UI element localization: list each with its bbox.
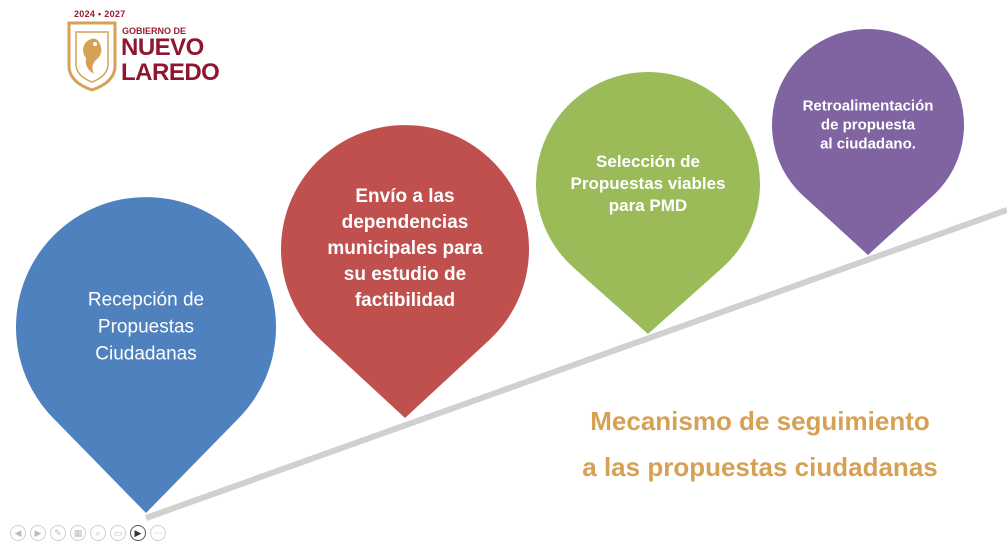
- step-1-label: Recepción de Propuestas Ciudadanas: [87, 289, 205, 365]
- logo-gobierno: GOBIERNO DE: [122, 26, 187, 36]
- step-3-label: Selección de Propuestas viables para PMD: [570, 152, 726, 215]
- zoom-icon[interactable]: ⌕: [90, 525, 106, 541]
- next-icon[interactable]: ▶: [30, 525, 46, 541]
- logo-years: 2024 • 2027: [74, 9, 126, 19]
- step-1-pin: [16, 197, 276, 513]
- previous-icon[interactable]: ◀: [10, 525, 26, 541]
- more-icon[interactable]: ⋯: [150, 525, 166, 541]
- shield-icon: [67, 21, 117, 92]
- subtitles-icon[interactable]: ▭: [110, 525, 126, 541]
- diagram-title-line1: Mecanismo de seguimiento: [590, 406, 930, 436]
- logo: 2024 • 2027 GOBIERNO DE NUEVO LAREDO: [66, 6, 226, 92]
- timeline-line: [144, 207, 1007, 521]
- step-4-pin: [772, 28, 964, 255]
- pen-icon[interactable]: ✎: [50, 525, 66, 541]
- diagram-title-line2: a las propuestas ciudadanas: [582, 452, 938, 482]
- step-4-label: Retroalimentación de propuesta al ciudad…: [802, 97, 934, 153]
- slides-icon[interactable]: ▦: [70, 525, 86, 541]
- logo-city-line2: LAREDO: [121, 59, 220, 86]
- step-2-pin: [281, 125, 529, 419]
- logo-city-line1: NUEVO: [121, 34, 204, 61]
- slideshow-controls: ◀▶✎▦⌕▭▶⋯: [10, 524, 166, 542]
- step-3-pin: [536, 71, 760, 334]
- camera-icon[interactable]: ▶: [130, 525, 146, 541]
- step-2-label: Envío a las dependencias municipales par…: [327, 186, 483, 311]
